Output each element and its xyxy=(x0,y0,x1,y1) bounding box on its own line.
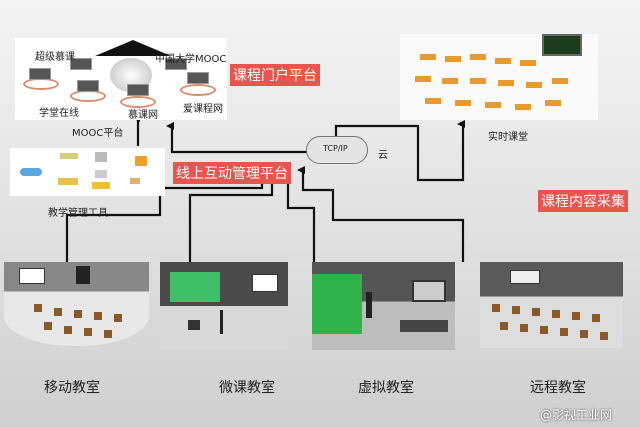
mooc-caption: MOOC平台 xyxy=(72,128,124,139)
room-label-mobile: 移动教室 xyxy=(44,380,100,396)
virtual-classroom-image xyxy=(312,262,455,350)
room-label-micro: 微课教室 xyxy=(219,380,275,396)
site-label: 中国大学MOOC xyxy=(155,54,227,65)
content-collection-label: 课程内容采集 xyxy=(538,190,628,212)
realtime-label: 实时课堂 xyxy=(488,132,528,143)
remote-classroom-image xyxy=(480,262,623,348)
mobile-classroom-image xyxy=(4,262,149,346)
room-label-virtual: 虚拟教室 xyxy=(358,380,414,396)
micro-classroom-image xyxy=(160,262,288,350)
interactive-platform-label: 线上互动管理平台 xyxy=(173,162,291,184)
watermark: @影视工业网 xyxy=(540,408,613,422)
site-label: 超级慕课 xyxy=(35,52,75,63)
line-virtual-room xyxy=(282,168,316,262)
mooc-platform-image: 超级慕课 中国大学MOOC 学堂在线 慕课网 爱课程网 xyxy=(15,38,227,120)
graduation-cap-icon xyxy=(95,40,171,56)
line-cloud-to-portal xyxy=(166,122,308,154)
site-label: 慕课网 xyxy=(128,110,158,120)
line-cloud-to-realtime xyxy=(334,120,465,182)
realtime-classroom-image xyxy=(400,34,598,120)
room-label-remote: 远程教室 xyxy=(530,380,586,396)
site-label: 学堂在线 xyxy=(39,108,79,119)
cloud-icon: TCP/IP xyxy=(306,136,368,164)
tools-label: 教学管理工具 xyxy=(48,208,108,219)
line-mobile-room xyxy=(65,168,264,262)
cloud-protocol-label: TCP/IP xyxy=(323,144,348,153)
site-label: 爱课程网 xyxy=(183,104,223,115)
portal-platform-label: 课程门户平台 xyxy=(230,64,320,86)
cloud-caption: 云 xyxy=(378,150,388,161)
teaching-tools-image xyxy=(10,148,165,196)
line-remote-room xyxy=(297,166,465,262)
blackboard-icon xyxy=(542,34,582,56)
